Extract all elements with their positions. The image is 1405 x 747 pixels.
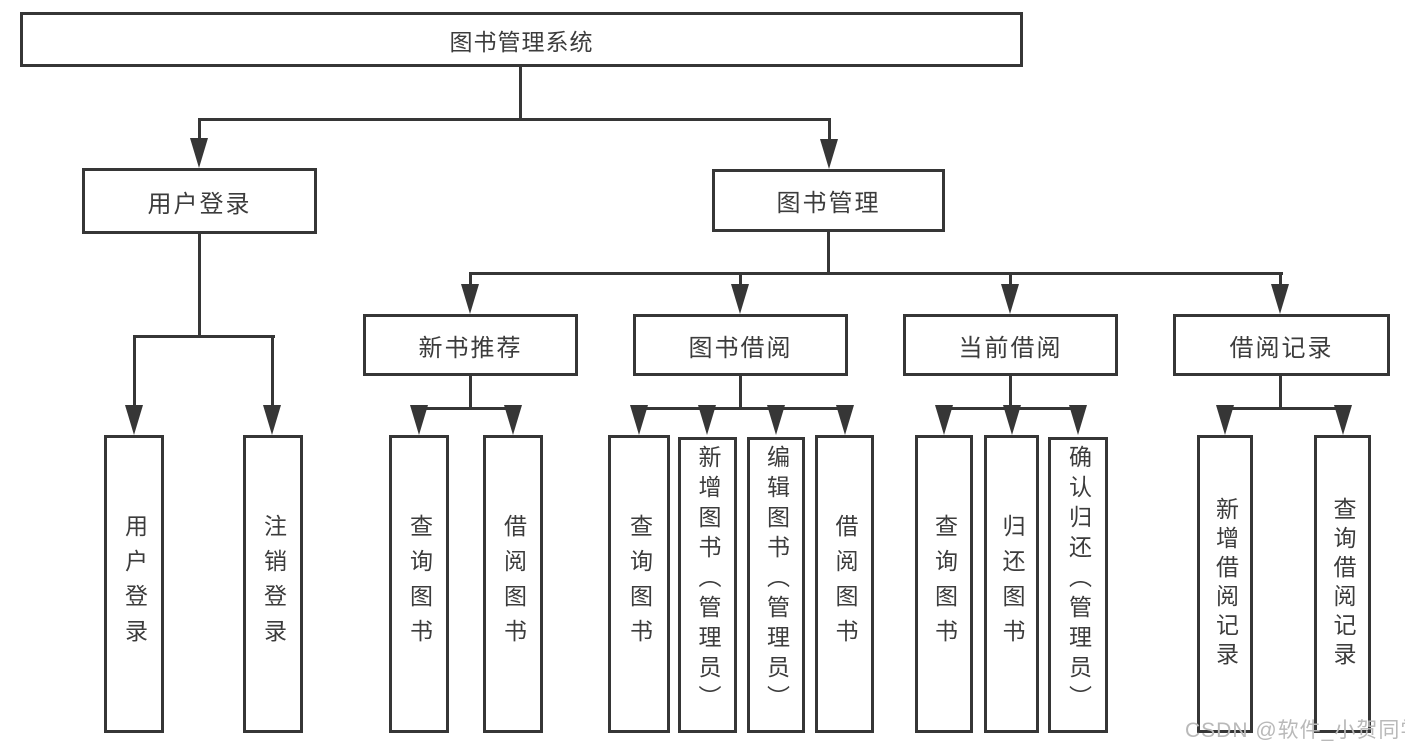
leaf-borrow-books-recommend: 借阅图书: [483, 435, 543, 733]
watermark-text: CSDN @软件_小贺同学: [1185, 719, 1405, 742]
node-borrow-records-label: 借阅记录: [1229, 334, 1334, 362]
connector-shaft: [133, 335, 136, 411]
connector-shaft: [828, 118, 831, 144]
node-book-borrow-label: 图书借阅: [688, 334, 793, 362]
leaf-borrow-books-recommend-label: 借阅图书: [500, 514, 527, 654]
arrow-down-icon: [1271, 284, 1289, 314]
connector-root-stem: [519, 66, 522, 119]
leaf-add-books-admin-label: 新增图书（管理员）: [695, 445, 721, 715]
node-new-book-recommend: 新书推荐: [363, 314, 578, 376]
node-book-management: 图书管理: [712, 169, 945, 232]
arrow-down-icon: [767, 405, 785, 435]
node-user-login: 用户登录: [82, 168, 317, 234]
arrow-down-icon: [190, 138, 208, 168]
leaf-return-books: 归还图书: [984, 435, 1039, 733]
connector-records-bar: [1224, 407, 1344, 410]
node-book-borrow: 图书借阅: [633, 314, 848, 376]
leaf-edit-books-admin-label: 编辑图书（管理员）: [763, 445, 790, 715]
leaf-add-books-admin: 新增图书（管理员）: [678, 437, 737, 733]
node-current-borrow: 当前借阅: [903, 314, 1118, 376]
connector-shaft: [739, 272, 742, 288]
leaf-confirm-return-admin-label: 确认归还（管理员）: [1065, 445, 1092, 715]
connector-shaft: [1279, 272, 1282, 288]
connector-shaft: [198, 118, 201, 144]
arrow-down-icon: [461, 284, 479, 314]
leaf-query-books-current: 查询图书: [915, 435, 973, 733]
leaf-query-books-borrow-label: 查询图书: [626, 514, 653, 654]
arrow-down-icon: [1003, 405, 1021, 435]
leaf-edit-books-admin: 编辑图书（管理员）: [747, 437, 805, 733]
leaf-query-books-borrow: 查询图书: [608, 435, 670, 733]
leaf-logout-label: 注销登录: [260, 514, 287, 654]
arrow-down-icon: [1216, 405, 1234, 435]
leaf-user-login-label: 用户登录: [121, 514, 148, 654]
connector-shaft: [1009, 272, 1012, 288]
leaf-add-borrow-record: 新增借阅记录: [1197, 435, 1253, 733]
leaf-user-login: 用户登录: [104, 435, 164, 733]
connector-newbook-bar: [418, 407, 515, 410]
leaf-query-books-recommend: 查询图书: [389, 435, 449, 733]
arrow-down-icon: [820, 139, 838, 169]
connector-current-stem: [1009, 375, 1012, 409]
leaf-query-borrow-record: 查询借阅记录: [1314, 435, 1371, 733]
arrow-down-icon: [630, 405, 648, 435]
arrow-down-icon: [263, 405, 281, 435]
connector-records-stem: [1279, 375, 1282, 409]
node-root-label: 图书管理系统: [449, 28, 594, 55]
leaf-query-books-current-label: 查询图书: [931, 514, 958, 654]
node-current-borrow-label: 当前借阅: [958, 334, 1063, 362]
node-user-login-label: 用户登录: [147, 190, 252, 218]
arrow-down-icon: [410, 405, 428, 435]
leaf-add-borrow-record-label: 新增借阅记录: [1212, 497, 1239, 671]
connector-root-bar: [198, 118, 831, 121]
connector-bookmgmt-stem: [827, 232, 830, 274]
leaf-borrow-books: 借阅图书: [815, 435, 874, 733]
node-book-management-label: 图书管理: [776, 190, 881, 217]
arrow-down-icon: [504, 405, 522, 435]
arrow-down-icon: [1069, 405, 1087, 435]
connector-shaft: [469, 272, 472, 288]
arrow-down-icon: [731, 284, 749, 314]
connector-shaft: [271, 335, 274, 411]
leaf-query-books-recommend-label: 查询图书: [406, 514, 433, 654]
connector-userlogin-bar: [133, 335, 275, 338]
leaf-borrow-books-label: 借阅图书: [832, 514, 858, 654]
connector-newbook-stem: [469, 375, 472, 409]
node-borrow-records: 借阅记录: [1173, 314, 1390, 376]
node-new-book-recommend-label: 新书推荐: [418, 334, 523, 362]
leaf-logout: 注销登录: [243, 435, 303, 733]
leaf-query-borrow-record-label: 查询借阅记录: [1330, 497, 1356, 671]
connector-borrow-stem: [739, 375, 742, 409]
arrow-down-icon: [698, 405, 716, 435]
arrow-down-icon: [125, 405, 143, 435]
leaf-confirm-return-admin: 确认归还（管理员）: [1048, 437, 1108, 733]
arrow-down-icon: [1334, 405, 1352, 435]
arrow-down-icon: [935, 405, 953, 435]
arrow-down-icon: [1001, 284, 1019, 314]
connector-userlogin-stem: [198, 233, 201, 337]
arrow-down-icon: [836, 405, 854, 435]
connector-borrow-bar: [637, 407, 847, 410]
leaf-return-books-label: 归还图书: [999, 514, 1025, 654]
connector-bookmgmt-bar: [469, 272, 1283, 275]
node-root: 图书管理系统: [20, 12, 1023, 67]
